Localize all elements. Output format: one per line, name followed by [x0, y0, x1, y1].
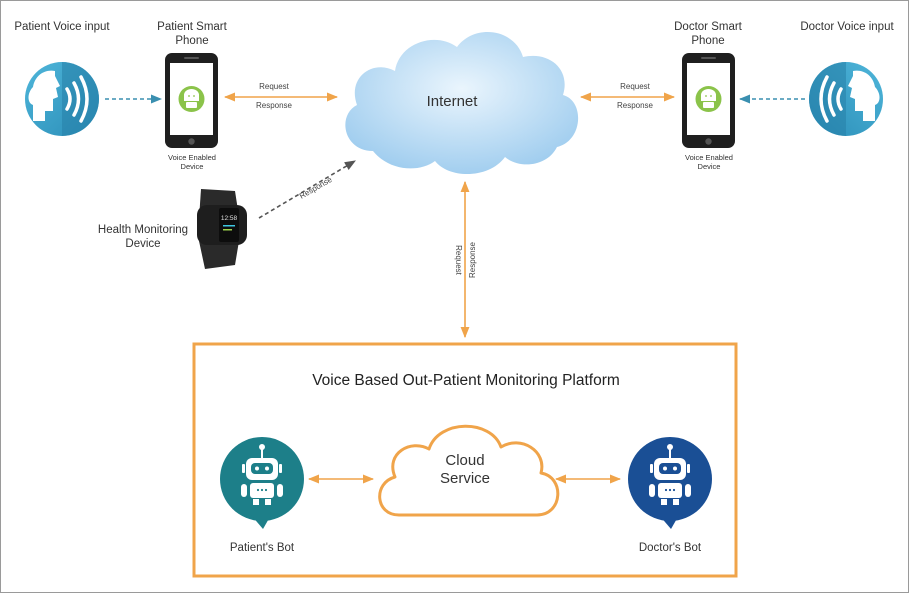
- patient-response-label: Response: [255, 101, 293, 110]
- cloud-service-line2: Service: [439, 470, 491, 487]
- patient-voice-icon: [25, 62, 99, 136]
- doctor-bot-label: Doctor's Bot: [638, 542, 702, 554]
- health-device-label: Health Monitoring Device: [97, 224, 189, 250]
- platform-response-label: Response: [468, 241, 477, 278]
- platform-request-label: Request: [454, 245, 463, 276]
- doctor-phone-icon: [682, 53, 735, 148]
- patient-phone-caption: Voice Enabled Device: [168, 153, 216, 171]
- doctor-request-label: Request: [620, 82, 650, 91]
- tracker-time: 12:58: [221, 215, 238, 222]
- internet-cloud-icon: [345, 32, 579, 175]
- cloud-service-line1: Cloud: [445, 452, 485, 469]
- doctor-phone-label: Doctor Smart Phone: [674, 21, 742, 47]
- patient-request-label: Request: [259, 82, 289, 91]
- patient-bot-label: Patient's Bot: [229, 542, 295, 554]
- doctor-response-label: Response: [616, 101, 654, 110]
- patient-phone-icon: [165, 53, 218, 148]
- patient-voice-label: Patient Voice input: [14, 21, 110, 33]
- doctor-bot-icon: [628, 437, 712, 529]
- patient-bot-icon: [220, 437, 304, 529]
- platform-title: Voice Based Out-Patient Monitoring Platf…: [312, 372, 620, 389]
- doctor-voice-icon: [809, 62, 883, 136]
- doctor-phone-caption: Voice Enabled Device: [685, 153, 733, 171]
- health-monitor-icon: 12:58: [197, 189, 247, 269]
- platform-frame: [192, 342, 738, 578]
- cloud-service-icon: [378, 424, 560, 517]
- patient-phone-label: Patient Smart Phone: [157, 21, 227, 47]
- health-internet-arrow: [258, 160, 356, 219]
- internet-label: Internet: [426, 93, 478, 110]
- doctor-voice-label: Doctor Voice input: [800, 21, 894, 33]
- health-response-label: Response: [298, 175, 334, 201]
